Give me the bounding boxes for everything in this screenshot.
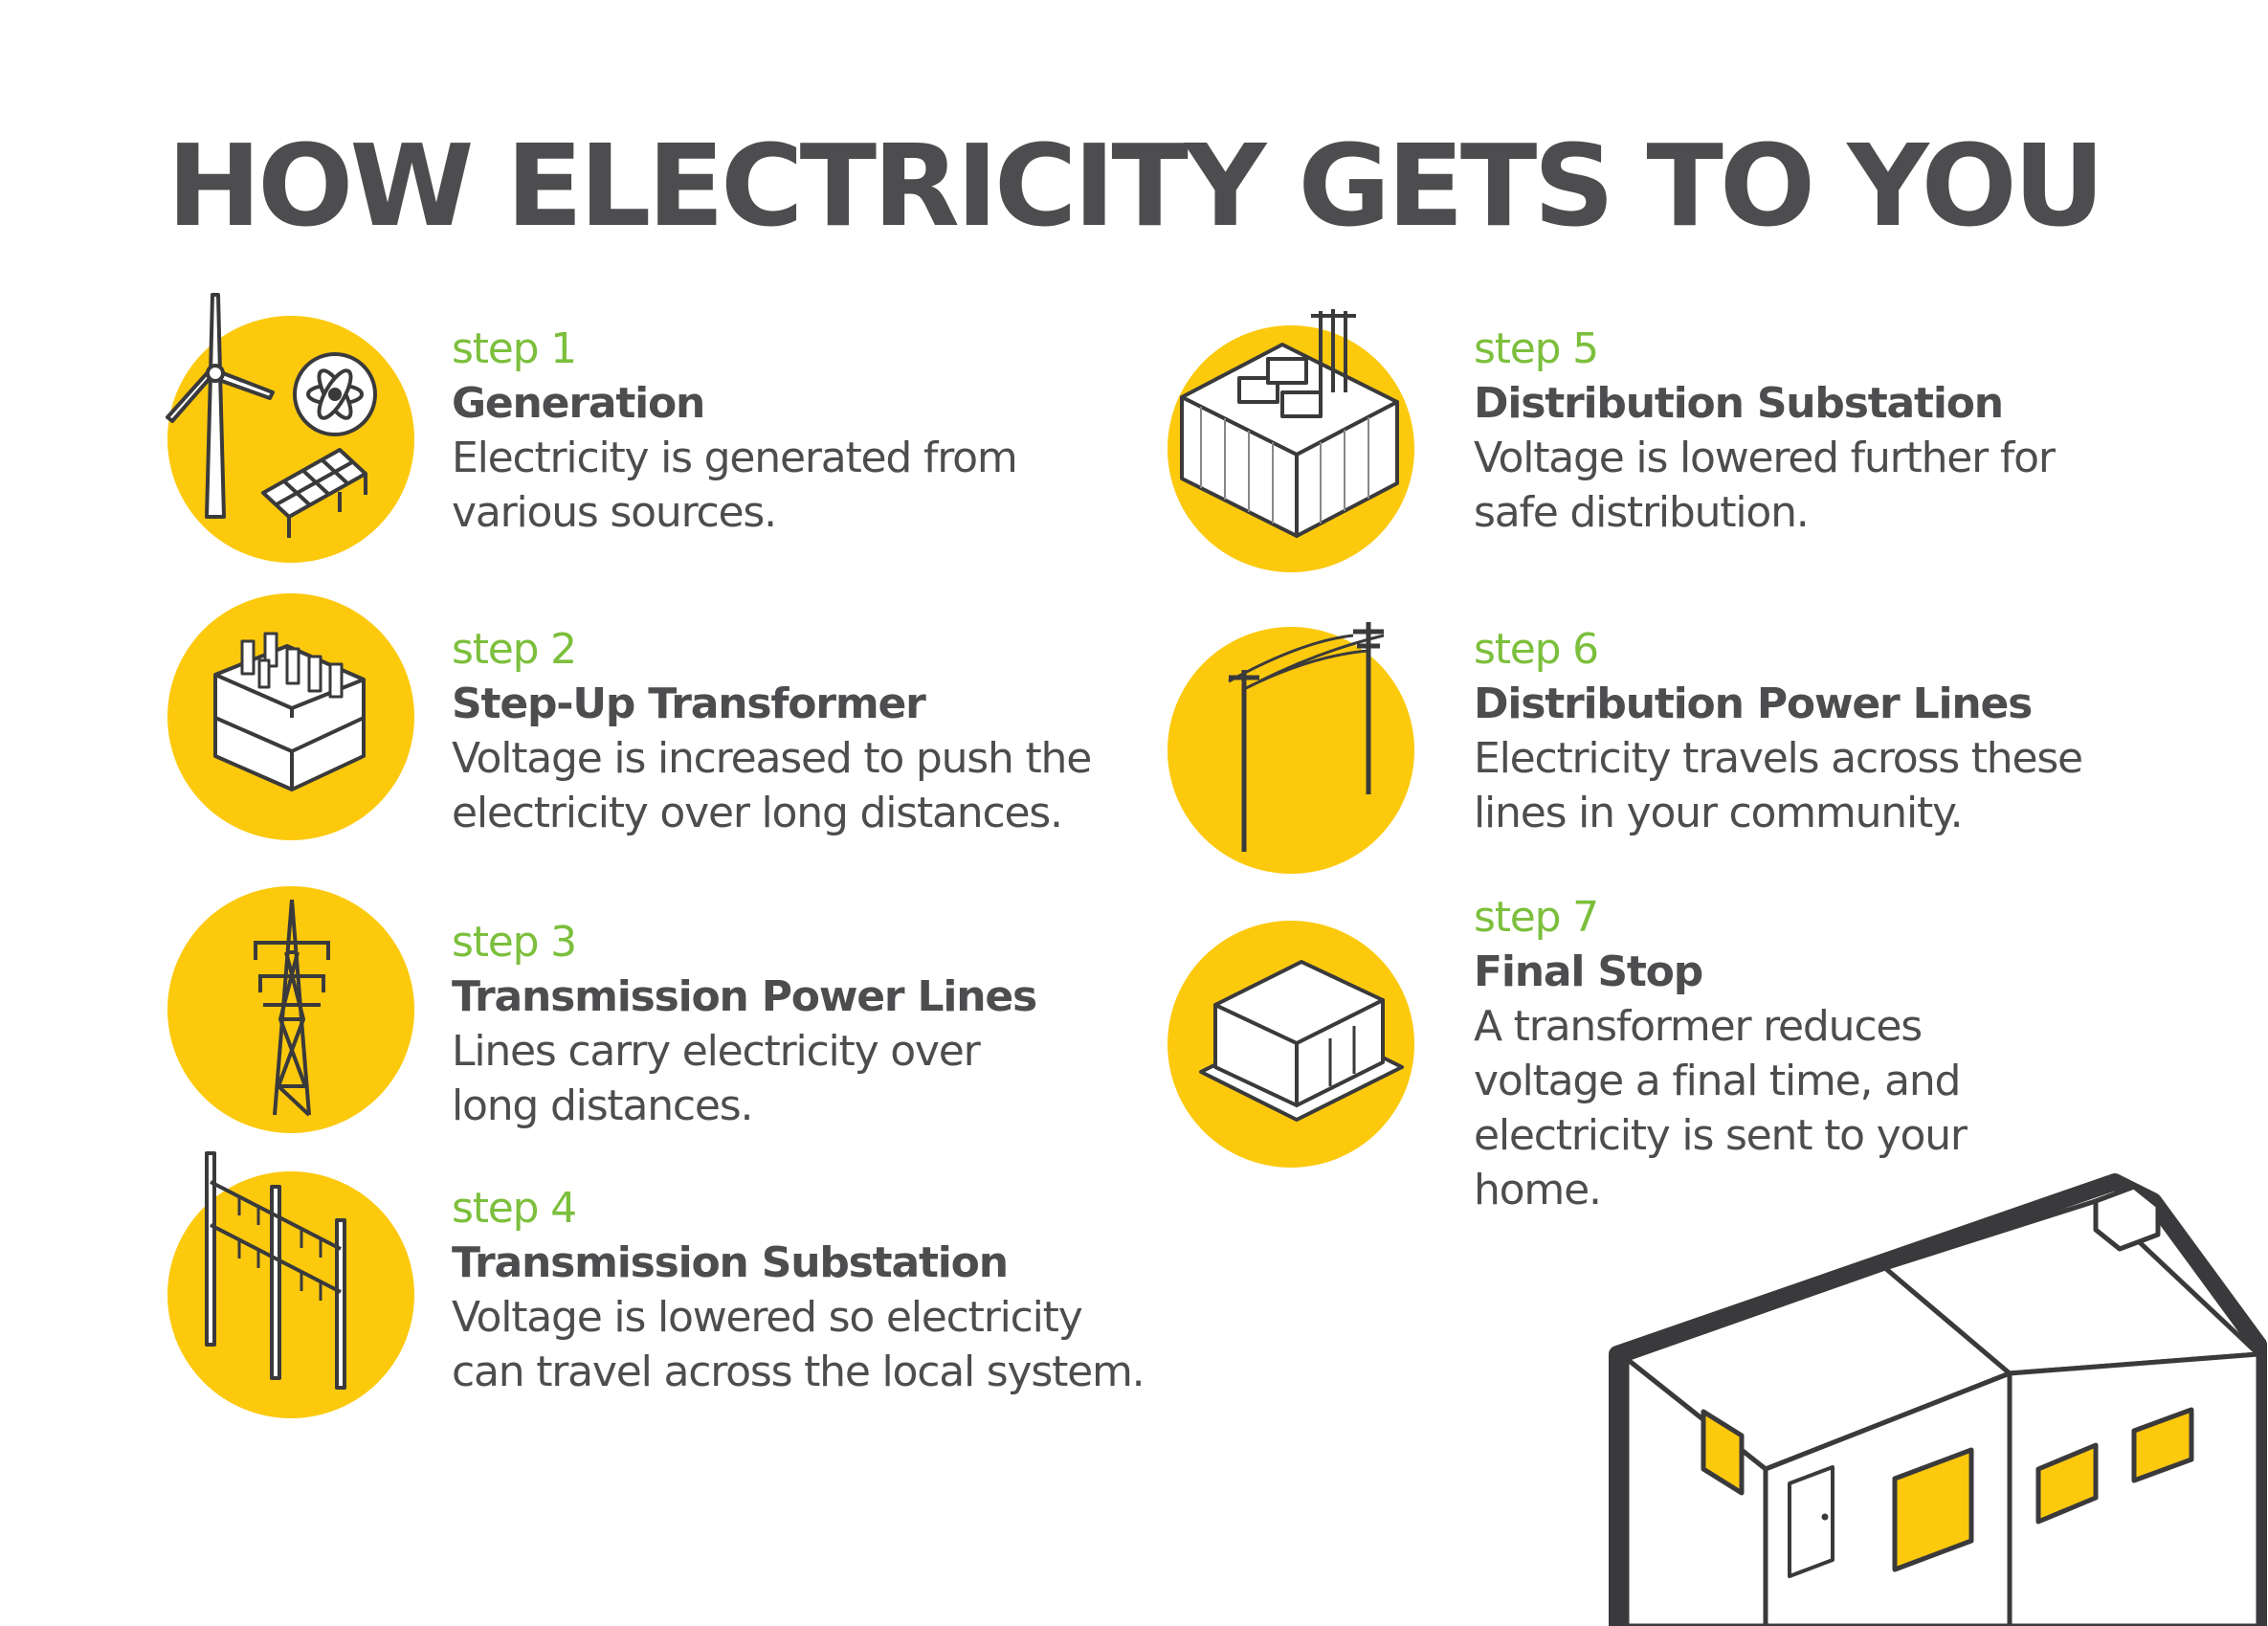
distribution-substation-icon — [1180, 309, 1399, 538]
step-5-title: Distribution Substation — [1474, 379, 2004, 428]
step-2-description: Voltage is increased to push the electri… — [452, 734, 1092, 837]
house-icon — [1609, 1173, 2267, 1626]
step-1-title: Generation — [452, 379, 705, 428]
substation-gantry-icon — [205, 1151, 346, 1390]
step-4-label: step 4 — [452, 1184, 577, 1233]
step-5-description: Voltage is lowered further for safe dist… — [1474, 434, 2056, 537]
step-4-text: step 4 Transmission Substation Voltage i… — [452, 1181, 1145, 1399]
step-6-title: Distribution Power Lines — [1474, 679, 2033, 728]
step-3-title: Transmission Power Lines — [452, 972, 1037, 1021]
step-7-label: step 7 — [1474, 893, 1599, 942]
step-1-label: step 1 — [452, 324, 577, 373]
wind-turbine-nuclear-solar-icon — [166, 293, 377, 538]
step-6-description: Electricity travels across these lines i… — [1474, 734, 2083, 837]
step-7-title: Final Stop — [1474, 947, 1703, 996]
step-4-description: Voltage is lowered so electricity can tr… — [452, 1293, 1145, 1396]
step-6-label: step 6 — [1474, 625, 1599, 674]
utility-poles-icon — [1228, 622, 1385, 852]
transformer-icon — [213, 632, 366, 791]
step-1-text: step 1 Generation Electricity is generat… — [452, 322, 1018, 540]
step-1-description: Electricity is generated from various so… — [452, 434, 1018, 537]
pad-transformer-icon — [1199, 960, 1404, 1122]
step-3-description: Lines carry electricity over long distan… — [452, 1027, 981, 1130]
transmission-tower-icon — [254, 899, 330, 1117]
step-7-description: A transformer reduces voltage a final ti… — [1474, 1002, 1968, 1214]
step-6-text: step 6 Distribution Power Lines Electric… — [1474, 622, 2083, 840]
step-2-title: Step-Up Transformer — [452, 679, 926, 728]
step-4-title: Transmission Substation — [452, 1238, 1009, 1287]
step-3-text: step 3 Transmission Power Lines Lines ca… — [452, 915, 1037, 1133]
step-2-text: step 2 Step-Up Transformer Voltage is in… — [452, 622, 1092, 840]
step-7-text: step 7 Final Stop A transformer reduces … — [1474, 890, 1968, 1217]
step-5-text: step 5 Distribution Substation Voltage i… — [1474, 322, 2056, 540]
step-3-label: step 3 — [452, 918, 577, 967]
step-5-label: step 5 — [1474, 324, 1599, 373]
step-2-label: step 2 — [452, 625, 577, 674]
page-title: HOW ELECTRICITY GETS TO YOU — [167, 120, 2104, 252]
